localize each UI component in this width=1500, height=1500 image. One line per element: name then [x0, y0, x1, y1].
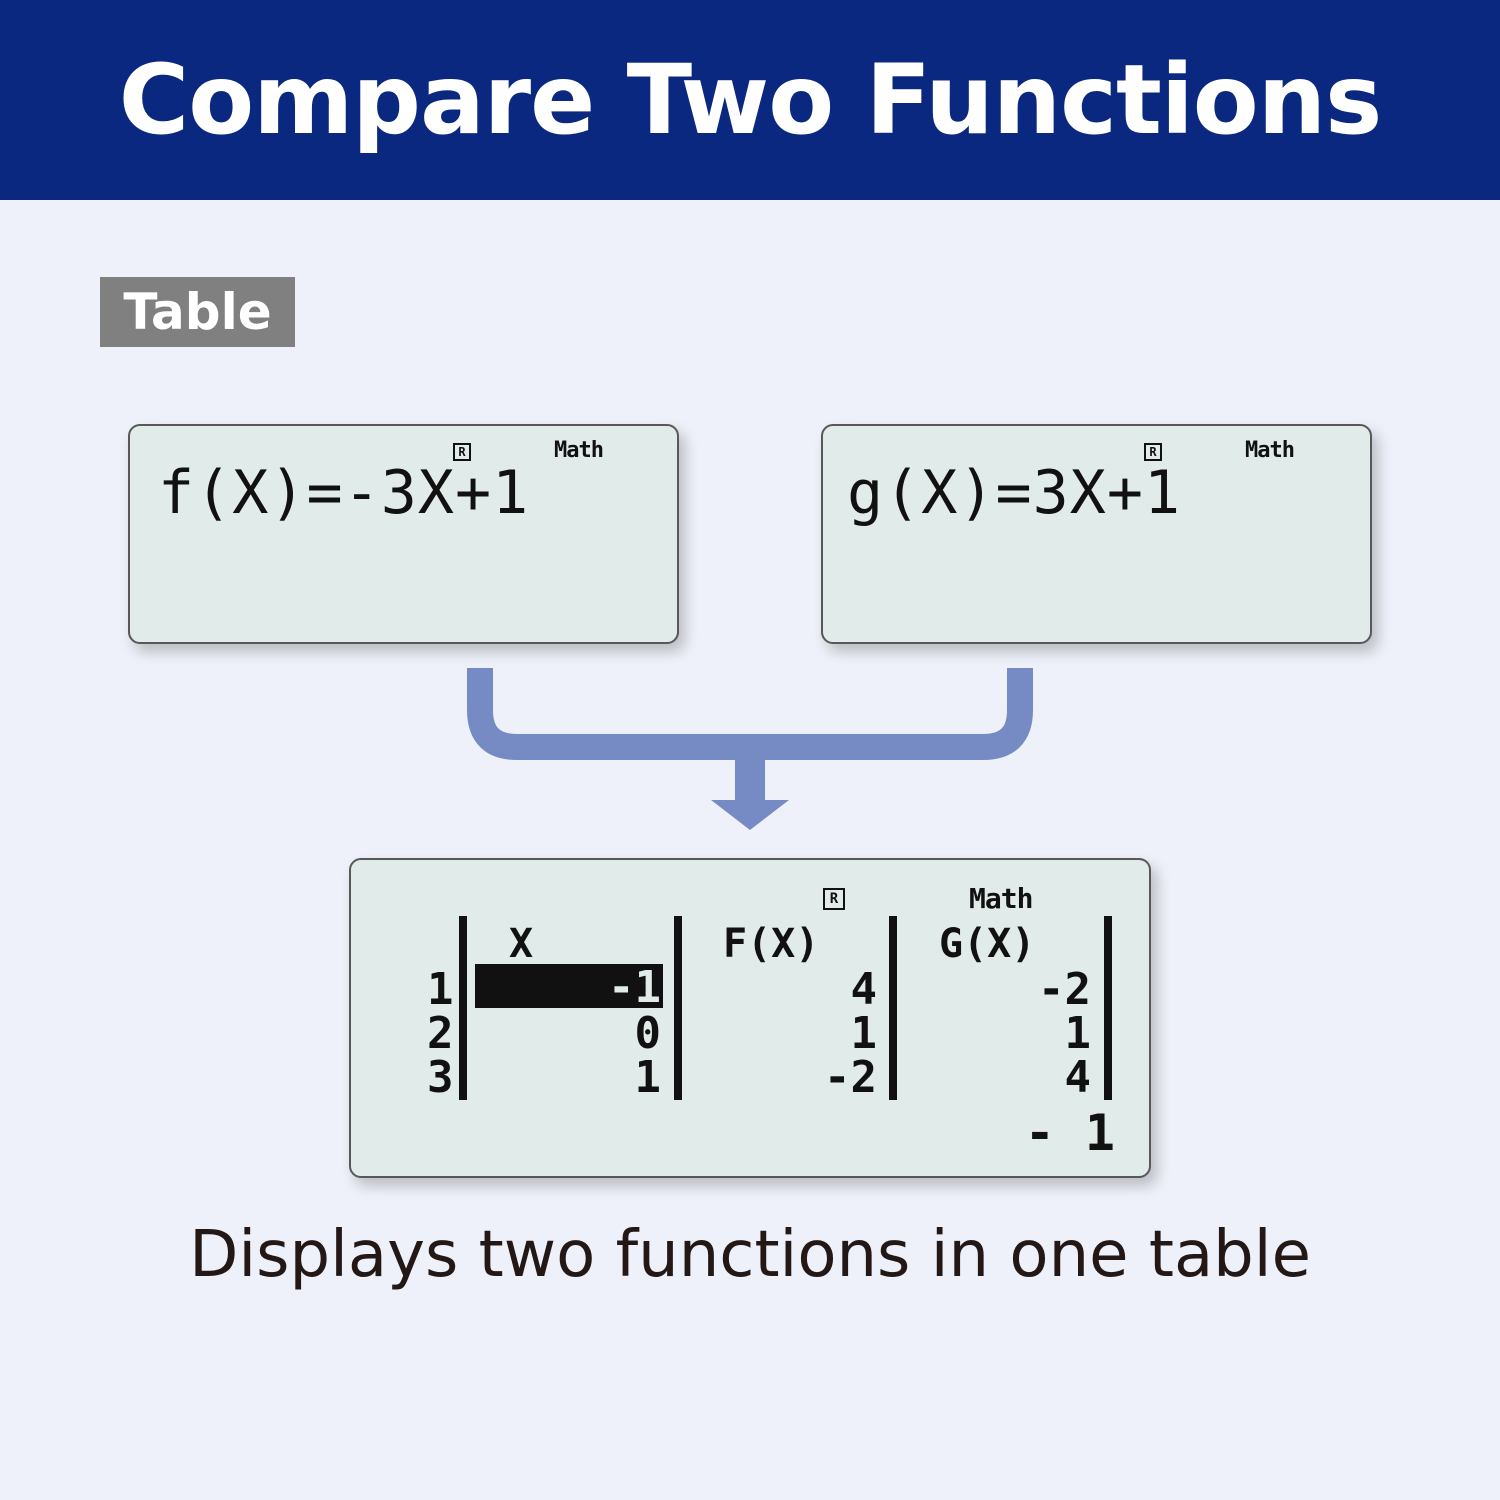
row-number: 1 [427, 964, 454, 1015]
table-divider [889, 916, 897, 1100]
math-indicator: Math [969, 882, 1033, 915]
caption-text: Displays two functions in one table [189, 1218, 1311, 1292]
lcd-display-f: R Math f(X)=-3X+1 [128, 424, 679, 644]
table-cell-x[interactable]: 0 [634, 1008, 662, 1059]
input-line-value: - 1 [1024, 1104, 1115, 1162]
r-indicator-icon: R [453, 443, 471, 461]
r-indicator-icon: R [823, 888, 845, 910]
column-header-x: X [508, 921, 534, 967]
r-indicator-icon: R [1144, 443, 1162, 461]
header-banner: Compare Two Functions [0, 0, 1500, 200]
table-cell-f[interactable]: -2 [824, 1052, 877, 1103]
table-cell-g[interactable]: 1 [1064, 1008, 1092, 1059]
table-cell-x[interactable]: -1 [608, 962, 661, 1013]
table-cell-g[interactable]: -2 [1038, 964, 1091, 1015]
table-cell-g[interactable]: 4 [1064, 1052, 1092, 1103]
table-divider [1104, 916, 1112, 1100]
lcd-table-display: R Math X F(X) G(X) 1 2 3 -1 0 1 4 1 -2 -… [349, 858, 1151, 1178]
column-header-g: G(X) [939, 921, 1036, 967]
function-f-expression: f(X)=-3X+1 [158, 458, 530, 528]
math-indicator: Math [554, 438, 604, 463]
column-header-f: F(X) [723, 921, 820, 967]
selected-cell-highlight [475, 964, 663, 1008]
function-g-expression: g(X)=3X+1 [847, 458, 1182, 528]
table-cell-f[interactable]: 1 [850, 1008, 878, 1059]
row-number: 3 [427, 1052, 454, 1103]
page-title: Compare Two Functions [118, 44, 1382, 156]
table-divider [459, 916, 467, 1100]
lcd-display-g: R Math g(X)=3X+1 [821, 424, 1372, 644]
table-cell-x[interactable]: 1 [634, 1052, 662, 1103]
table-divider [674, 916, 682, 1100]
row-number: 2 [427, 1008, 454, 1059]
mode-badge: Table [100, 277, 295, 347]
math-indicator: Math [1245, 438, 1295, 463]
table-cell-f[interactable]: 4 [850, 964, 878, 1015]
